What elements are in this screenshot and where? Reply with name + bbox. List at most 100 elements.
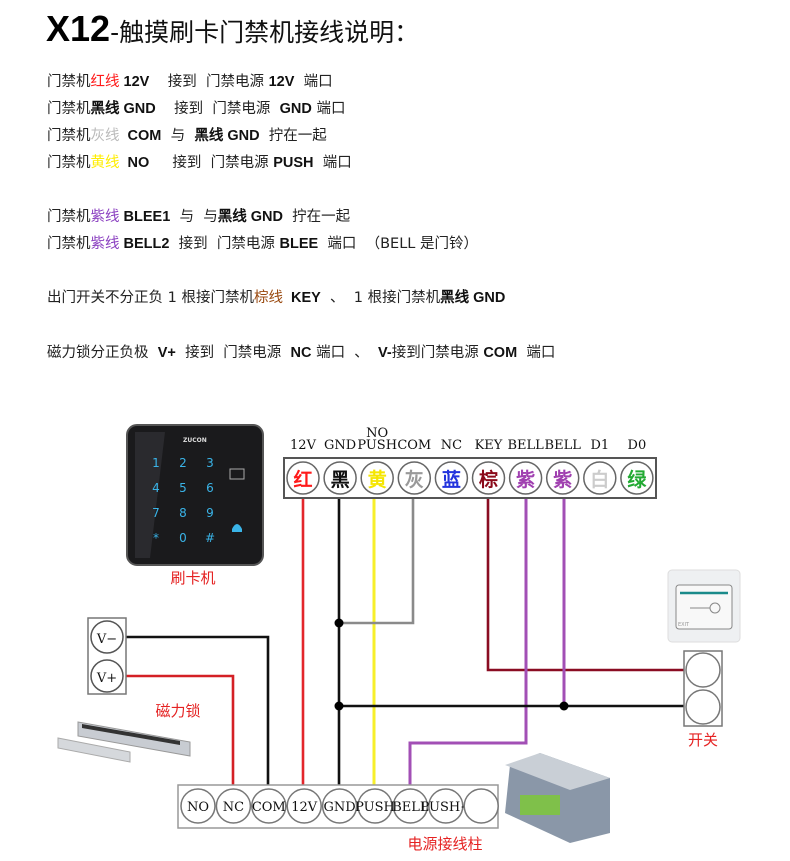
keypad-key-8: 8 [179, 506, 187, 520]
card-icon [229, 468, 245, 480]
instruction-text: 接到 门禁电源 [175, 345, 291, 361]
exit-button-image: EXIT [667, 569, 741, 643]
terminal-label: D1 [590, 438, 609, 453]
instruction-text: KEY [282, 290, 321, 306]
power-terminal [251, 788, 287, 824]
instruction-text: 黑线 GND [194, 128, 260, 144]
instruction-text: 端口 [517, 345, 556, 361]
instruction-text: GND [279, 101, 312, 117]
power-terminal-label: GND [324, 800, 356, 815]
power-terminal [463, 788, 499, 824]
instruction-text: 拧在一起 [282, 209, 351, 225]
terminal-color-name: 蓝 [442, 468, 461, 491]
instruction-text: 12V [119, 74, 150, 90]
power-terminal [392, 788, 429, 824]
instruction-text: 紫线 [90, 209, 120, 225]
instruction-text: COM [483, 345, 518, 361]
instruction-text: 与 [161, 128, 195, 144]
power-supply-image [505, 753, 610, 843]
junction-dot [334, 618, 344, 628]
instruction-text: 接到 门禁电源 [169, 236, 280, 252]
instruction-line: 门禁机紫线 BLEE1 与 与黑线 GND 拧在一起 [47, 205, 350, 226]
power-terminal-label: PUSH+ [420, 800, 471, 815]
wire-com-gray [339, 495, 415, 625]
terminal-color-name: 灰 [405, 468, 424, 491]
controller-terminal [360, 461, 394, 495]
instruction-text: 端口 、 [311, 345, 379, 361]
controller-terminal [286, 461, 320, 495]
instruction-text: 出门开关不分正负 1 根接门禁机 [47, 290, 254, 306]
power-terminal [215, 788, 252, 824]
instruction-text: 磁力锁分正负极 [47, 345, 158, 361]
keypad-key-3: 3 [206, 456, 214, 470]
instruction-text: 门禁机 [47, 155, 91, 171]
switch-terminal [685, 689, 721, 725]
keypad-key-6: 6 [206, 481, 214, 495]
terminal-color-name: 黑 [331, 469, 350, 491]
exit-text: EXIT [678, 622, 690, 628]
keypad-key-*: * [153, 531, 159, 545]
terminal-color-name: 绿 [627, 468, 647, 491]
brand-logo: ZUCON [183, 437, 207, 444]
instruction-text: COM [119, 128, 162, 144]
instruction-text: 接到门禁电源 [391, 345, 484, 361]
instruction-line: 门禁机黑线 GND 接到 门禁电源 GND 端口 [47, 97, 345, 118]
power-terminal [428, 788, 464, 824]
instruction-text: 棕线 [253, 290, 283, 306]
instruction-text: 紫线 [90, 236, 120, 252]
lock-terminal [90, 659, 124, 693]
power-terminal [180, 788, 216, 824]
keypad-key-#: # [205, 531, 215, 545]
instruction-text: 、 1 根接门禁机 [320, 290, 441, 306]
bell-icon [232, 524, 242, 532]
keypad-key-9: 9 [206, 506, 214, 520]
power-label: 电源接线柱 [407, 835, 482, 853]
instruction-text: 接到 门禁电源 [149, 74, 269, 90]
power-terminal-label: BELL [392, 800, 429, 815]
terminal-label: 12V [290, 438, 317, 453]
power-terminal-label: 12V [291, 800, 318, 815]
junction-dot [334, 701, 344, 711]
instruction-text: 黑线 [90, 101, 120, 117]
wire-lock-vplus [122, 674, 235, 790]
magnetic-lock-image [57, 721, 191, 763]
junction-dot [559, 701, 569, 711]
terminal-label: COM [397, 438, 431, 453]
keypad-key-7: 7 [152, 506, 160, 520]
instruction-text: 与 与 [170, 209, 218, 225]
instruction-text: GND [119, 101, 156, 117]
keypad-key-5: 5 [179, 481, 187, 495]
instruction-text: NO [119, 155, 150, 171]
instruction-text: 接到 门禁电源 [155, 101, 280, 117]
wire-key-brown [486, 495, 686, 672]
terminal-color-name: 紫 [553, 469, 572, 491]
lock-terminal [90, 620, 124, 654]
instruction-text: PUSH [273, 155, 314, 171]
terminal-color-name: 红 [293, 468, 312, 491]
instruction-text: 门禁机 [47, 128, 91, 144]
instruction-line: 门禁机红线 12V 接到 门禁电源 12V 端口 [47, 70, 333, 91]
instruction-text: 黑线 GND [217, 209, 283, 225]
controller-terminal [620, 461, 654, 495]
instruction-text: 端口 [313, 155, 352, 171]
keypad-key-2: 2 [179, 456, 187, 470]
keypad-key-1: 1 [152, 456, 160, 470]
instruction-line: 门禁机紫线 BELL2 接到 门禁电源 BLEE 端口 （BELL 是门铃） [47, 232, 478, 253]
switch-label: 开关 [688, 731, 718, 749]
instruction-text: BLEE [279, 236, 319, 252]
controller-terminal [508, 461, 543, 495]
terminal-label-top: NO [366, 426, 388, 441]
exit-button-face [675, 584, 733, 630]
instruction-text: 端口 [311, 101, 346, 117]
instruction-text: 门禁机 [47, 74, 91, 90]
power-terminal [321, 788, 358, 824]
controller-terminal [545, 461, 580, 495]
power-terminal-label: NO [187, 800, 209, 815]
instruction-text: NC [290, 345, 312, 361]
instruction-line: 磁力锁分正负极 V+ 接到 门禁电源 NC 端口 、 V-接到门禁电源 COM … [47, 341, 555, 362]
wire-bell1-purple [408, 495, 528, 790]
wire-lock-vminus [122, 635, 270, 790]
terminal-label: GND [324, 438, 356, 453]
